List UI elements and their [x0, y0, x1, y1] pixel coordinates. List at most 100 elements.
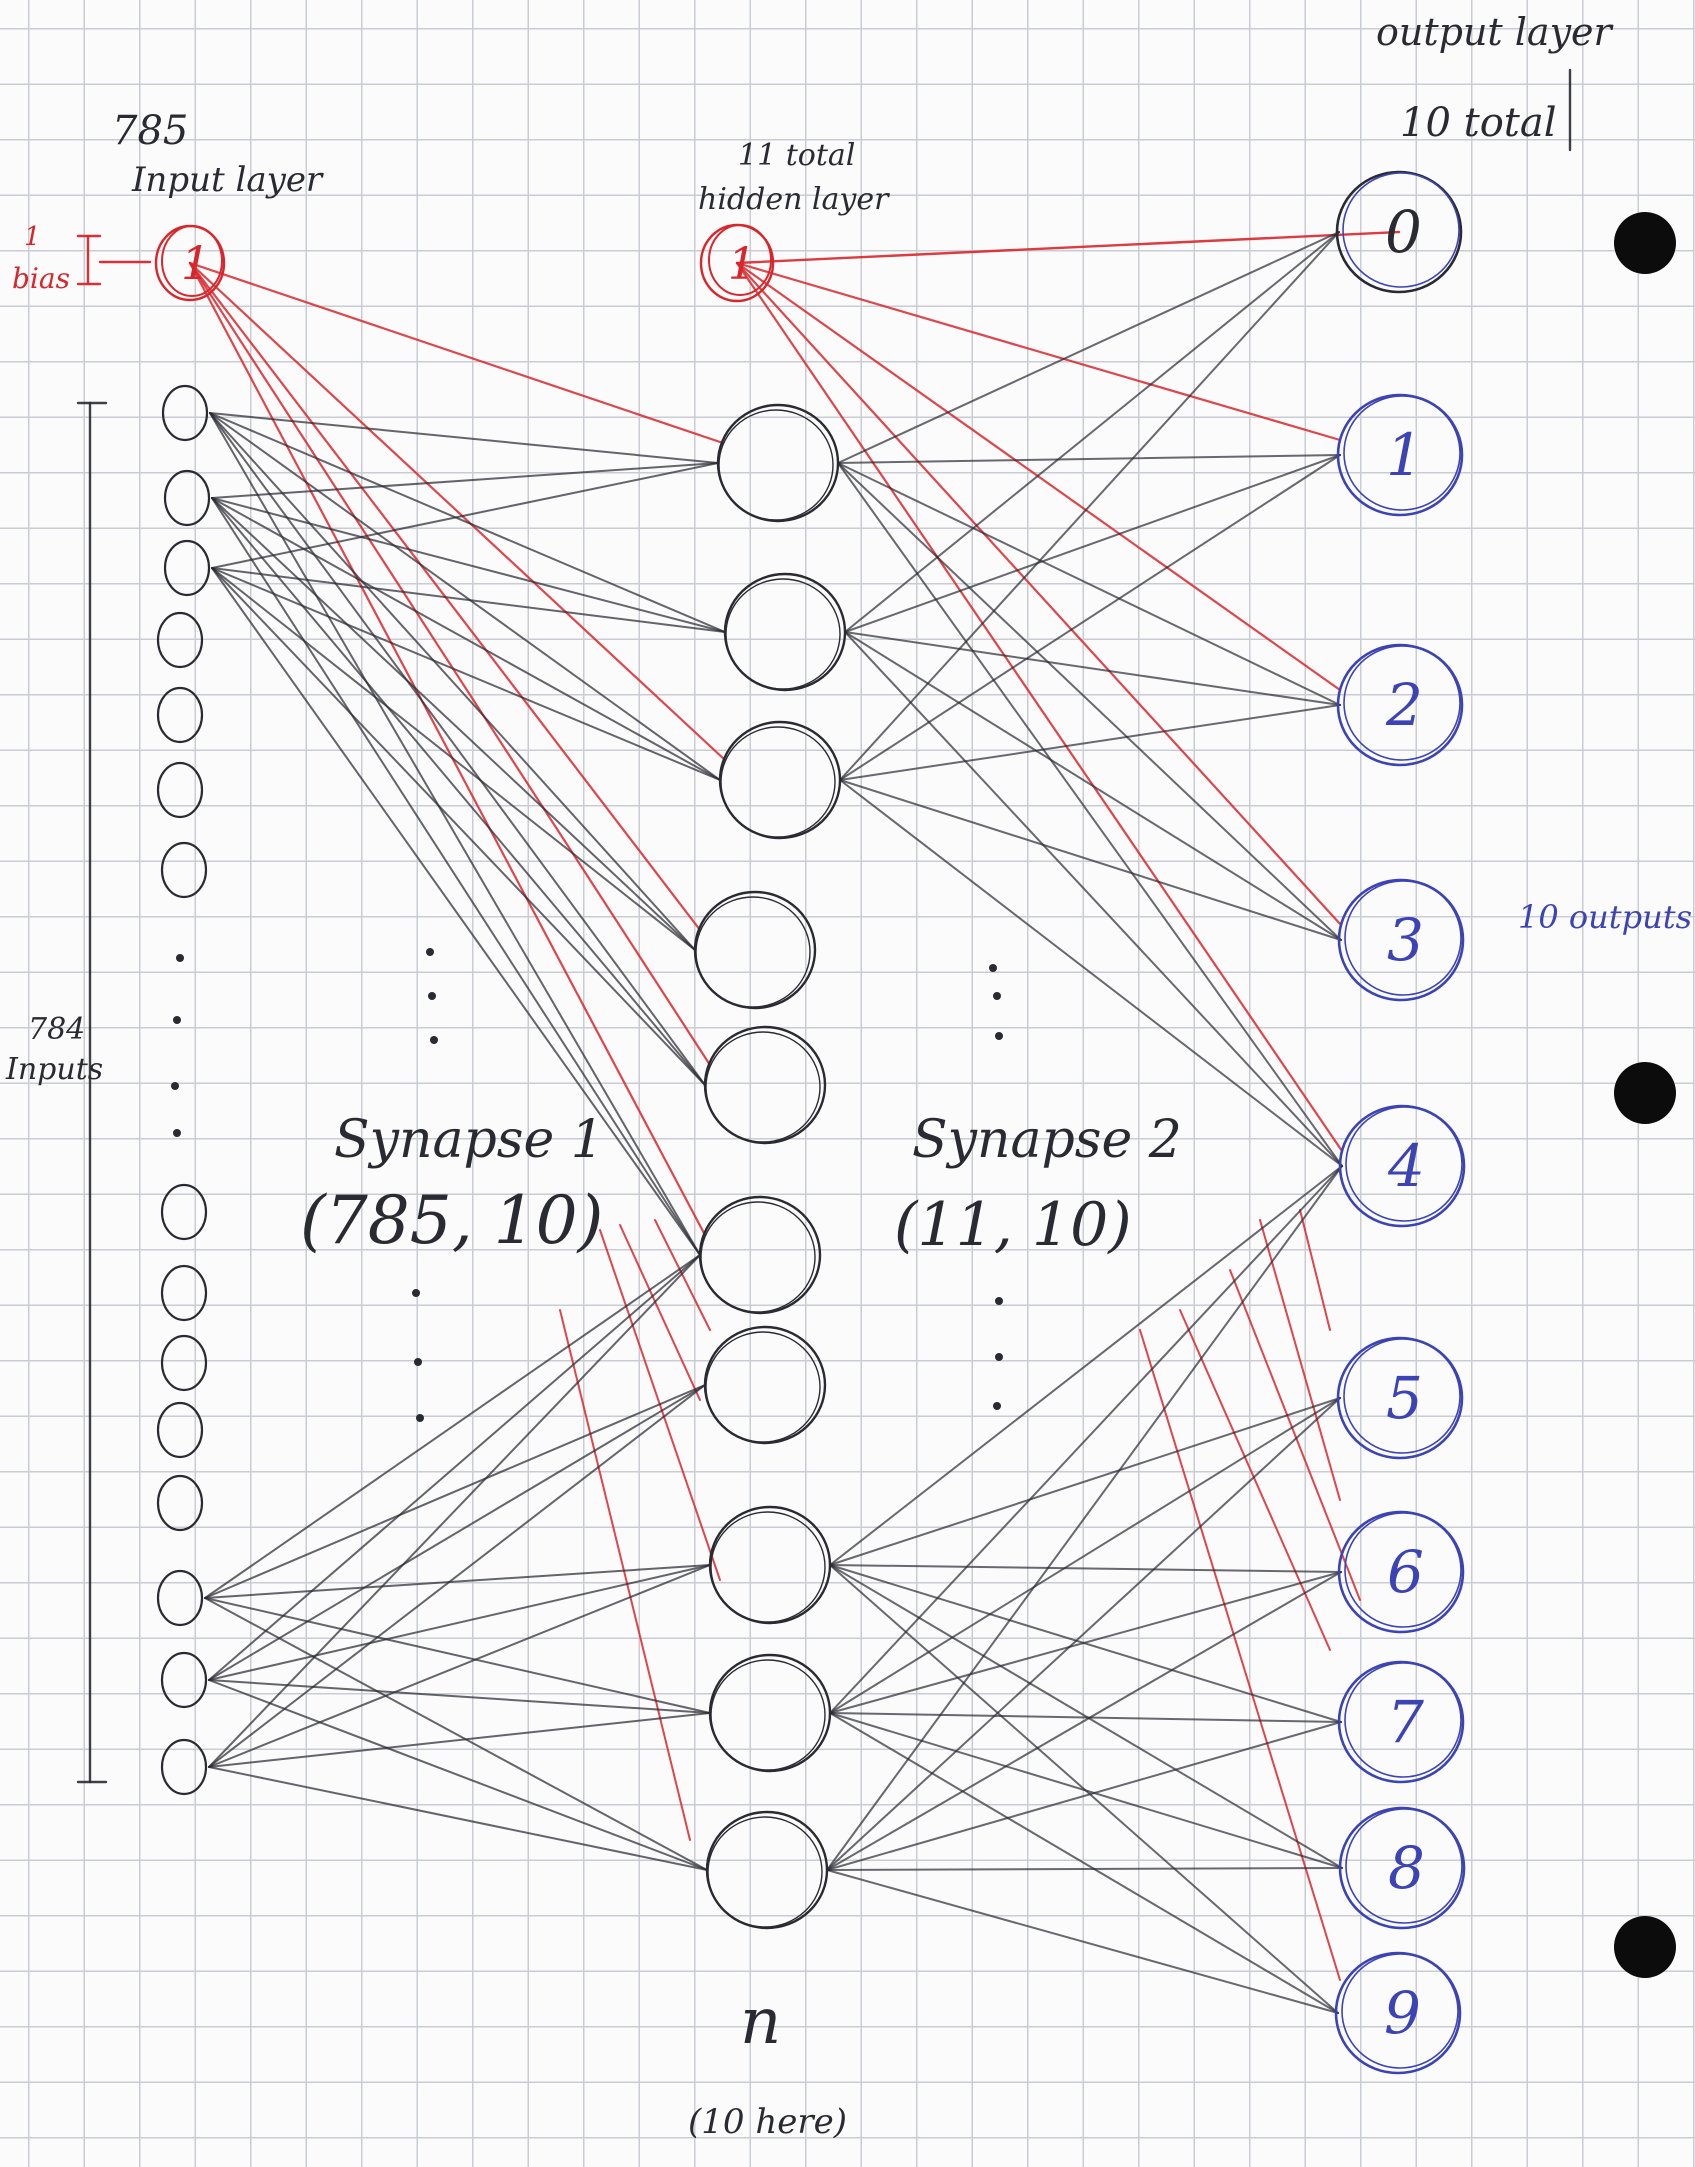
- weight-edge: [837, 462, 1342, 941]
- weight-edge: [208, 1679, 708, 1871]
- bias-edge: [735, 261, 1342, 442]
- output-node-label: 7: [1387, 1688, 1424, 1756]
- weight-edge: [844, 454, 1341, 633]
- hidden-node-outline: [705, 1331, 821, 1443]
- input-node: [156, 686, 204, 744]
- output-node-label: 5: [1386, 1364, 1423, 1432]
- hidden-node-outline: [707, 1816, 823, 1928]
- bias-hatch-stroke: [1259, 1219, 1341, 1501]
- weight-edge: [829, 1397, 1341, 1566]
- input-node: [160, 1334, 208, 1392]
- input-layer-title: Input layer: [132, 160, 323, 200]
- weight-edge: [829, 1564, 1342, 1573]
- bias-edge: [735, 261, 1343, 927]
- ellipsis-dot: [426, 948, 434, 956]
- output-node: [1337, 1660, 1465, 1784]
- weight-edge: [208, 1712, 711, 1768]
- hidden-n-label: n: [740, 1985, 782, 2059]
- weight-edge: [826, 1869, 1339, 2014]
- hidden-layer-count: 11 total: [738, 138, 856, 173]
- output-node-outline: [1342, 172, 1460, 288]
- bias-edge: [188, 261, 725, 445]
- bias-count: 1: [24, 222, 41, 252]
- hidden-node: [708, 1653, 832, 1773]
- hidden-node-outline: [710, 1659, 826, 1771]
- input-node: [163, 539, 211, 597]
- weight-edge: [211, 497, 701, 1256]
- input-node: [160, 1651, 208, 1709]
- inputs-label: Inputs: [6, 1052, 104, 1087]
- weight-edge: [839, 231, 1340, 781]
- hidden-node-outline: [700, 1201, 816, 1313]
- synapse-2-name: Synapse 2: [912, 1110, 1182, 1170]
- weight-edge: [829, 1165, 1343, 1714]
- binder-hole-bottom: [1614, 1916, 1676, 1978]
- bias-edge: [188, 261, 707, 1237]
- ellipsis-dot: [993, 1402, 1001, 1410]
- weight-edge: [826, 1571, 1342, 1871]
- bias-hatch-stroke: [1299, 1209, 1331, 1331]
- weight-edge: [209, 412, 719, 464]
- weight-edge: [829, 1712, 1342, 1723]
- output-node: [1338, 1806, 1466, 1930]
- weight-edge: [208, 1679, 711, 1714]
- output-node: [1337, 1510, 1465, 1634]
- weight-edge: [209, 412, 721, 781]
- weight-edge: [208, 1384, 706, 1768]
- bias-edge: [735, 261, 1344, 1153]
- ellipsis-dot: [989, 964, 997, 972]
- hidden-node: [723, 572, 847, 692]
- bias-hatch-stroke: [654, 1219, 711, 1331]
- outputs-side-label: 10 outputs: [1518, 898, 1692, 936]
- output-node-outline: [1344, 880, 1462, 996]
- weight-edge: [829, 1165, 1343, 1566]
- weight-edge: [211, 567, 721, 781]
- ellipsis-dot: [173, 1016, 181, 1024]
- weight-edge: [208, 1254, 701, 1768]
- weight-edge: [211, 567, 706, 1086]
- bias-hatch-stroke: [1179, 1309, 1331, 1651]
- bias-edge: [188, 261, 712, 1067]
- weight-edge: [844, 631, 1341, 706]
- output-node-label: 9: [1384, 1979, 1421, 2047]
- brackets: [76, 68, 1572, 1784]
- output-layer-title: output layer: [1376, 10, 1612, 54]
- weight-edge: [829, 1712, 1343, 1869]
- weight-edge: [208, 1254, 701, 1681]
- weight-edge: [209, 412, 706, 1086]
- input-bias-node-outline: [161, 225, 223, 297]
- weight-edge: [208, 1384, 706, 1681]
- weight-edge: [209, 412, 696, 951]
- bias-hatch-stroke: [1139, 1329, 1341, 1981]
- output-node: [1336, 643, 1464, 767]
- ellipsis-dot: [412, 1289, 420, 1297]
- output-node-outline: [1343, 645, 1461, 761]
- weight-edge: [211, 567, 696, 951]
- output-node: [1334, 1951, 1462, 2075]
- ellipsis-dot: [414, 1358, 422, 1366]
- ellipsis-dot: [995, 1353, 1003, 1361]
- output-node-label: 3: [1387, 906, 1424, 974]
- output-node-label: 6: [1387, 1538, 1424, 1606]
- weight-edge: [837, 462, 1341, 706]
- hidden-node: [703, 1025, 827, 1145]
- hidden-node: [705, 1810, 829, 1930]
- weight-edge: [211, 497, 726, 633]
- weight-edge: [211, 567, 701, 1256]
- input-node: [163, 469, 211, 527]
- output-node-label: 2: [1385, 671, 1423, 739]
- ellipsis-dot: [428, 992, 436, 1000]
- hidden-node-outline: [710, 1511, 826, 1623]
- weight-edge: [211, 462, 719, 499]
- output-node: [1336, 1336, 1464, 1460]
- hidden-node: [693, 890, 817, 1010]
- ellipsis-dot: [995, 1032, 1003, 1040]
- weight-edge: [204, 1597, 711, 1714]
- weight-edge: [829, 1712, 1339, 2014]
- weight-edge: [826, 1397, 1341, 1871]
- binder-hole-top: [1614, 212, 1676, 274]
- input-node: [156, 1401, 204, 1459]
- ellipsis-dot: [416, 1414, 424, 1422]
- bias-hatch-stroke: [619, 1224, 701, 1401]
